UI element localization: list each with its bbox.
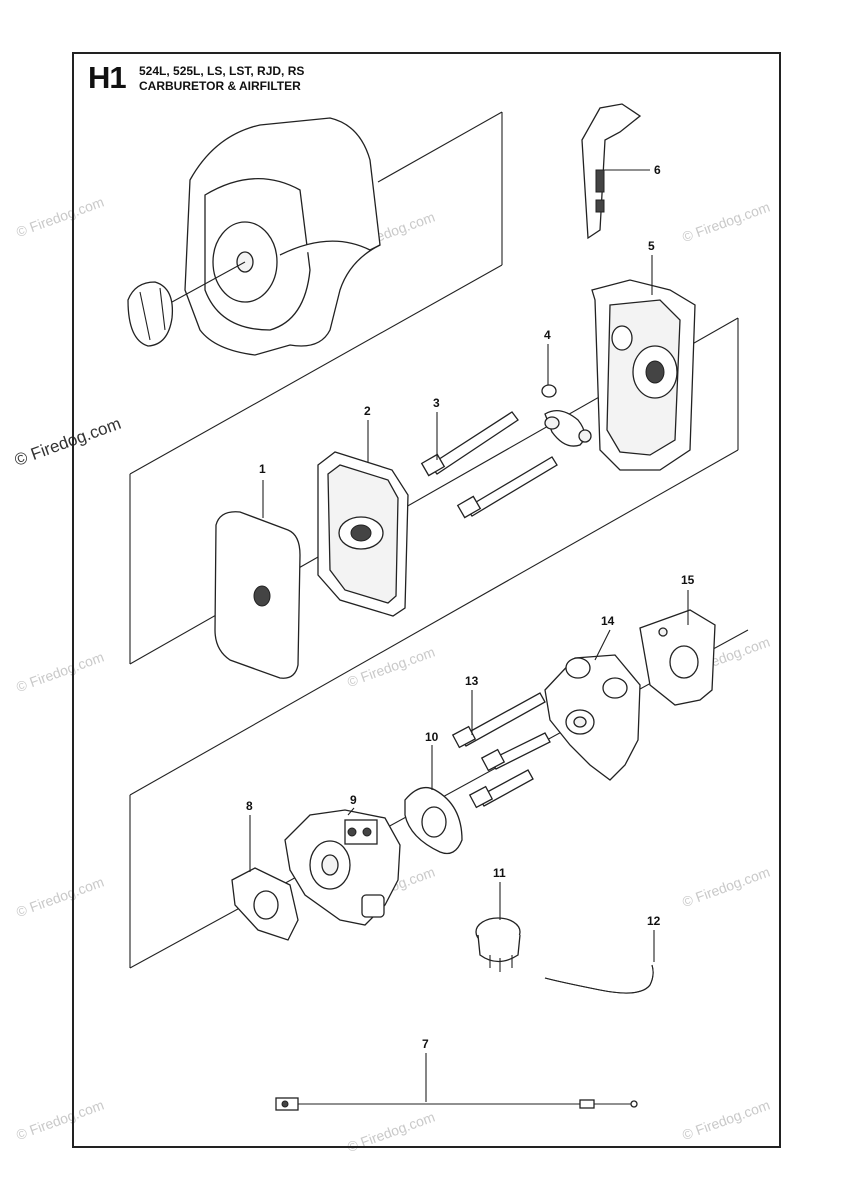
part-4-washer — [541, 384, 592, 447]
callout-4: 4 — [544, 328, 551, 342]
diagram-frame — [72, 52, 781, 1148]
part-2-filter-element — [317, 451, 409, 617]
callout-15: 15 — [681, 573, 695, 587]
diagram-title: CARBURETOR & AIRFILTER — [139, 79, 301, 93]
callout-9: 9 — [350, 793, 357, 807]
air-filter-cover — [184, 117, 381, 356]
section-code: H1 — [88, 60, 127, 95]
callout-14: 14 — [601, 614, 615, 628]
part-15-gasket — [639, 609, 716, 706]
callout-5: 5 — [648, 239, 655, 253]
model-list: 524L, 525L, LS, LST, RJD, RS — [139, 64, 305, 78]
part-14-intake-adapter — [544, 654, 641, 781]
part-10-gasket — [404, 786, 463, 855]
part-6-bracket — [581, 103, 642, 240]
callout-2: 2 — [364, 404, 371, 418]
callout-3: 3 — [433, 396, 440, 410]
callout-6: 6 — [654, 163, 661, 177]
part-9-carburetor — [284, 809, 401, 926]
part-11-primer-bulb — [475, 917, 521, 972]
callout-13: 13 — [465, 674, 479, 688]
part-5-filter-housing — [591, 279, 696, 471]
part-8-gasket — [231, 867, 299, 941]
callout-1: 1 — [259, 462, 266, 476]
part-3-bolts — [420, 411, 558, 519]
part-7-cable — [275, 1097, 638, 1111]
callout-10: 10 — [425, 730, 439, 744]
leader-lines — [249, 169, 689, 1102]
callout-12: 12 — [647, 914, 661, 928]
part-12-fuel-hose — [544, 964, 654, 994]
callout-7: 7 — [422, 1037, 429, 1051]
cover-knob — [127, 281, 174, 347]
callout-11: 11 — [493, 866, 506, 880]
part-1-prefilter — [214, 511, 301, 679]
callout-8: 8 — [246, 799, 253, 813]
part-13-bolts — [451, 692, 551, 809]
